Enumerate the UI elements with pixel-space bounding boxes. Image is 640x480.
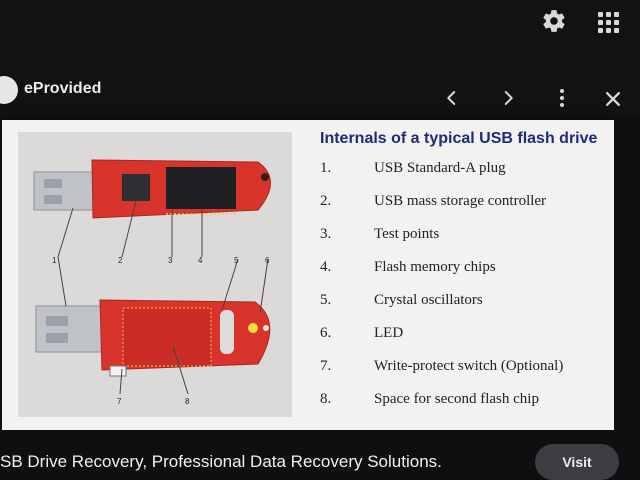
- list-item: 6. LED: [320, 315, 614, 348]
- list-item: 7. Write-protect switch (Optional): [320, 348, 614, 381]
- source-name[interactable]: eProvided: [24, 80, 102, 97]
- list-item: 5. Crystal oscillators: [320, 282, 614, 315]
- marker-7: 7: [117, 397, 122, 406]
- apps-button[interactable]: [592, 6, 624, 38]
- list-item-label: Test points: [374, 226, 440, 242]
- marker-4: 4: [198, 256, 203, 265]
- marker-6: 6: [265, 256, 270, 265]
- close-button[interactable]: [600, 86, 626, 112]
- chevron-right-icon: [504, 91, 513, 105]
- list-item-number: 4.: [320, 259, 332, 275]
- usb-drive-photo: 1 2 3 4 5 6 7 8: [18, 132, 292, 417]
- marker-lines: [57, 200, 269, 395]
- list-item-label: Space for second flash chip: [374, 391, 539, 407]
- app-grid-icon: [597, 11, 619, 33]
- list-item: 2. USB mass storage controller: [320, 183, 614, 216]
- list-item-number: 5.: [320, 292, 332, 308]
- gear-icon: [543, 10, 565, 32]
- caption-bar: [0, 430, 640, 480]
- figure-heading: Internals of a typical USB flash drive: [320, 130, 598, 147]
- component-list: 1. USB Standard-A plug 2. USB mass stora…: [320, 150, 614, 414]
- list-item-label: Crystal oscillators: [374, 292, 483, 308]
- list-item: 4. Flash memory chips: [320, 249, 614, 282]
- top-drive: [33, 159, 271, 219]
- list-item-number: 8.: [320, 391, 332, 407]
- list-item-number: 3.: [320, 226, 332, 242]
- result-caption[interactable]: SB Drive Recovery, Professional Data Rec…: [0, 452, 442, 471]
- list-item-number: 2.: [320, 193, 332, 209]
- bottom-drive: [35, 299, 271, 377]
- list-item-label: USB Standard-A plug: [374, 160, 506, 176]
- top-bar: eProvided: [0, 0, 640, 118]
- list-item-number: 7.: [320, 358, 332, 374]
- marker-1: 1: [52, 256, 57, 265]
- usb-drive-illustration: 1 2 3 4 5 6 7 8: [33, 159, 271, 406]
- settings-button[interactable]: [536, 4, 572, 38]
- marker-2: 2: [118, 256, 123, 265]
- list-item: 3. Test points: [320, 216, 614, 249]
- marker-5: 5: [234, 256, 239, 265]
- list-item-label: USB mass storage controller: [374, 193, 547, 209]
- marker-8: 8: [185, 397, 190, 406]
- list-item-number: 1.: [320, 160, 332, 176]
- list-item: 8. Space for second flash chip: [320, 381, 614, 414]
- next-button[interactable]: [496, 86, 520, 110]
- list-item-label: Write-protect switch (Optional): [374, 358, 564, 374]
- list-item-label: LED: [374, 325, 404, 341]
- marker-3: 3: [168, 256, 173, 265]
- chevron-left-icon: [447, 91, 456, 105]
- list-item-label: Flash memory chips: [374, 259, 496, 275]
- source-favicon: [0, 76, 18, 104]
- previous-button[interactable]: [440, 86, 464, 110]
- more-options-button[interactable]: [551, 86, 573, 110]
- close-icon: [606, 92, 620, 106]
- list-item-number: 6.: [320, 325, 332, 341]
- image-preview[interactable]: 1 2 3 4 5 6 7 8 Internals of a typical U…: [2, 120, 614, 430]
- list-item: 1. USB Standard-A plug: [320, 150, 614, 183]
- more-vertical-icon: [560, 89, 564, 107]
- visit-button[interactable]: Visit: [535, 444, 619, 480]
